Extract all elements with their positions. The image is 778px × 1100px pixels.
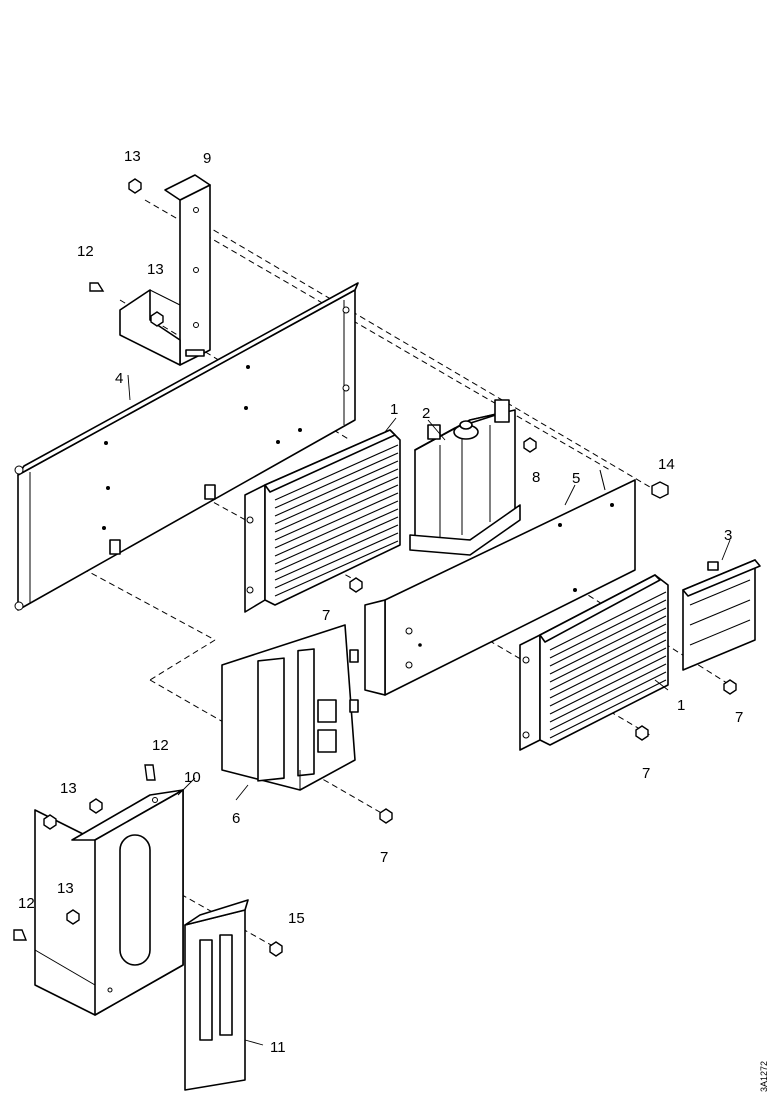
- callout-7-a: 7: [322, 607, 330, 624]
- callout-1-upper: 1: [390, 401, 398, 418]
- backplate-part-4: [14, 282, 359, 611]
- callout-1-lower: 1: [677, 697, 685, 714]
- callout-labels: 1 1 2 3 4 5 6 7 7 7 7 8 9 10 11 12 12 12…: [18, 148, 743, 1056]
- callout-13-c: 13: [60, 780, 77, 797]
- callout-5: 5: [572, 470, 580, 487]
- drawing-number: 3A1272: [759, 1061, 769, 1092]
- callout-8: 8: [532, 469, 540, 486]
- control-box-part-3: [682, 559, 761, 671]
- callout-2: 2: [422, 405, 430, 422]
- callout-10: 10: [184, 769, 201, 786]
- callout-6: 6: [232, 810, 240, 827]
- callout-7-b: 7: [735, 709, 743, 726]
- callout-13-d: 13: [57, 880, 74, 897]
- heatsink-module-part-1-upper: [244, 429, 401, 613]
- callout-3: 3: [724, 527, 732, 544]
- callout-7-d: 7: [380, 849, 388, 866]
- callout-12-b: 12: [152, 737, 169, 754]
- base-bracket-part-10: [34, 789, 184, 1016]
- terminal-bracket-part-6: [221, 624, 359, 791]
- heatsink-module-part-1-lower: [519, 574, 669, 751]
- bracket-part-9: [119, 174, 211, 366]
- callout-15: 15: [288, 910, 305, 927]
- callout-13-a: 13: [124, 148, 141, 165]
- fasteners: [13, 178, 737, 957]
- component-assembly-part-2: [409, 399, 521, 556]
- side-plate-part-5: [364, 469, 636, 696]
- callout-9: 9: [203, 150, 211, 167]
- leader-lines: [127, 374, 731, 1046]
- callout-7-c: 7: [642, 765, 650, 782]
- callout-14: 14: [658, 456, 675, 473]
- callout-4: 4: [115, 370, 123, 387]
- terminal-cover-part-11: [184, 899, 249, 1091]
- callout-11: 11: [270, 1039, 286, 1056]
- callout-12-c: 12: [18, 895, 35, 912]
- callout-13-b: 13: [147, 261, 164, 278]
- callout-12-a: 12: [77, 243, 94, 260]
